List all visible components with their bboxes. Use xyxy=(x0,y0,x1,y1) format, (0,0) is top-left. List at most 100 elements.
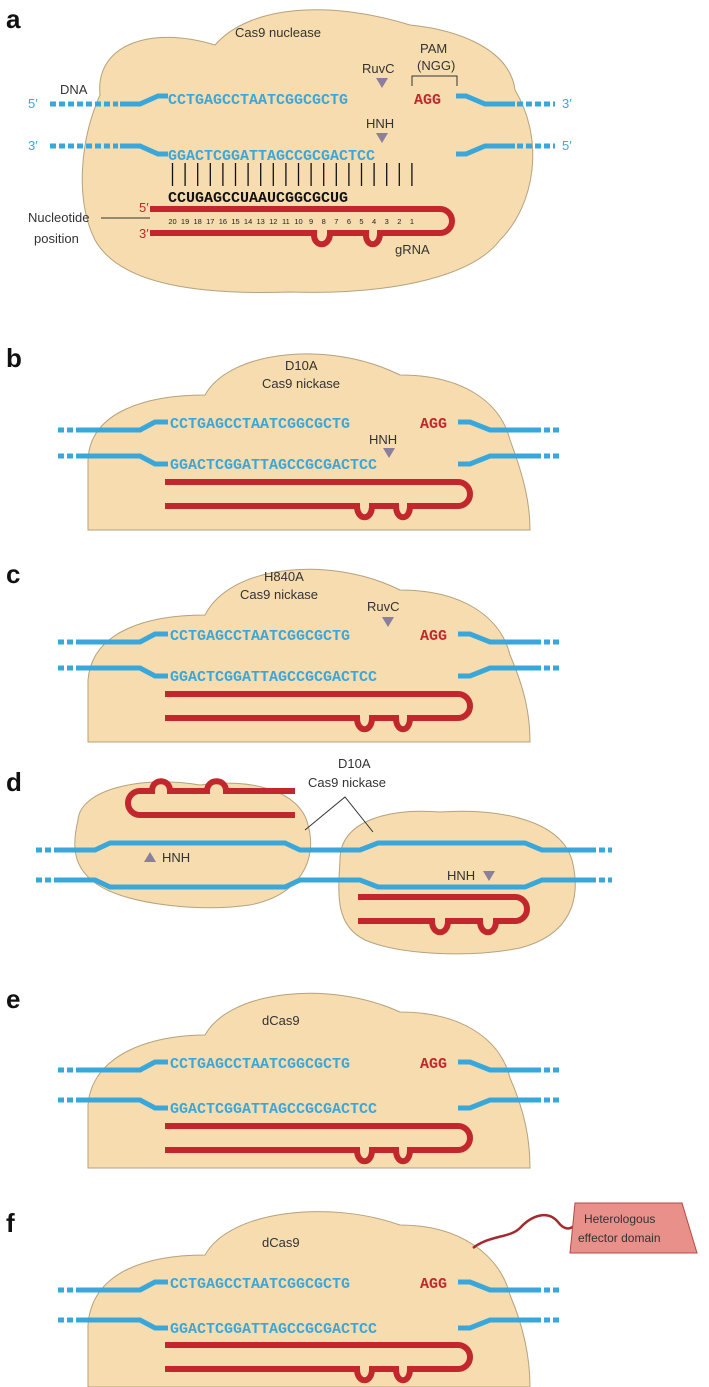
dna-bottom-strand xyxy=(80,453,535,467)
ruvc-cut-marker xyxy=(376,78,388,88)
nucleotide-position-number: 11 xyxy=(282,217,290,226)
dna-duplex xyxy=(58,419,562,467)
hnh-left-label: HNH xyxy=(162,850,190,865)
nucleotide-position-number: 14 xyxy=(244,217,252,226)
pam-sequence: AGG xyxy=(420,628,447,645)
panel-d-letter: d xyxy=(6,767,22,797)
dcas9-body xyxy=(87,992,531,1169)
panel-b-letter: b xyxy=(6,343,22,373)
top-sequence: CCTGAGCCTAATCGGCGCTG xyxy=(170,416,350,433)
grna-3prime: 3′ xyxy=(139,226,149,241)
nucleotide-position-number: 2 xyxy=(397,217,401,226)
hnh-right-cut-marker xyxy=(483,871,495,881)
grna-label: gRNA xyxy=(395,242,430,257)
nucleotide-label-line1: Nucleotide xyxy=(28,210,89,225)
nucleotide-position-number: 13 xyxy=(257,217,265,226)
nucleotide-position-number: 7 xyxy=(334,217,338,226)
pam-sequence: AGG xyxy=(420,1276,447,1293)
nucleotide-position-number: 20 xyxy=(168,217,176,226)
ruvc-label: RuvC xyxy=(367,599,400,614)
bottom-sequence: GGACTCGGATTAGCCGCGACTCC xyxy=(170,669,377,686)
d10a-nickase-body xyxy=(87,353,531,531)
nucleotide-position-number: 17 xyxy=(206,217,214,226)
pam-sequence: AGG xyxy=(420,1056,447,1073)
bottom-sequence: GGACTCGGATTAGCCGCGACTCC xyxy=(170,457,377,474)
top-sequence: CCTGAGCCTAATCGGCGCTG xyxy=(170,1276,350,1293)
panel-b: b D10A Cas9 nickase CCTGAGCCTAATCGGCGCTG… xyxy=(6,343,562,531)
dna-top-strand xyxy=(80,1059,535,1073)
grna-strand xyxy=(165,1342,473,1384)
dna-top-strand xyxy=(80,631,535,645)
nucleotide-label-line2: position xyxy=(34,231,79,246)
dna-top-strand xyxy=(60,840,590,853)
effector-linker xyxy=(472,1213,576,1250)
hnh-label: HNH xyxy=(369,432,397,447)
dna-bottom-strand xyxy=(80,1097,535,1111)
nucleotide-position-number: 16 xyxy=(219,217,227,226)
grna-right xyxy=(358,894,530,936)
heterologous-effector-domain xyxy=(569,1202,698,1254)
nucleotide-position-number: 15 xyxy=(231,217,239,226)
hnh-cut-marker xyxy=(376,133,388,143)
protein-label: dCas9 xyxy=(262,1235,300,1250)
dna-top-strand xyxy=(80,1279,535,1293)
top-sequence: CCTGAGCCTAATCGGCGCTG xyxy=(168,92,348,109)
grna-strand xyxy=(165,479,473,521)
nucleotide-position-number: 19 xyxy=(181,217,189,226)
ruvc-cut-marker xyxy=(382,617,394,627)
protein-label-line2: Cas9 nickase xyxy=(308,775,386,790)
top-sequence: CCTGAGCCTAATCGGCGCTG xyxy=(170,1056,350,1073)
nucleotide-position-number: 5 xyxy=(359,217,363,226)
dna-bottom-3prime: 3′ xyxy=(28,138,38,153)
protein-label-line1: D10A xyxy=(338,756,371,771)
panel-f-letter: f xyxy=(6,1208,15,1238)
nucleotide-position-number: 10 xyxy=(294,217,302,226)
dna-duplex xyxy=(50,93,555,157)
protein-label-line1: D10A xyxy=(285,358,318,373)
grna-left xyxy=(125,778,295,818)
dna-duplex xyxy=(58,1279,562,1331)
ruvc-label: RuvC xyxy=(362,61,395,76)
panel-d: d D10A Cas9 nickase HNH HNH xyxy=(6,756,612,955)
dna-top-5prime: 5′ xyxy=(28,96,38,111)
label-connector-lines xyxy=(304,796,374,833)
nucleotide-position-number: 12 xyxy=(269,217,277,226)
bottom-sequence: GGACTCGGATTAGCCGCGACTCC xyxy=(168,148,375,165)
pam-bracket xyxy=(411,75,458,86)
dna-duplex xyxy=(58,631,562,679)
hnh-cut-marker xyxy=(383,448,395,458)
dna-top-strand xyxy=(120,93,515,107)
panel-e-letter: e xyxy=(6,984,20,1014)
dna-bottom-strand xyxy=(80,665,535,679)
protein-label: dCas9 xyxy=(262,1013,300,1028)
grna-5prime: 5′ xyxy=(139,200,149,215)
pam-sequence: AGG xyxy=(414,92,441,109)
bottom-sequence: GGACTCGGATTAGCCGCGACTCC xyxy=(170,1321,377,1338)
dna-bottom-5prime: 5′ xyxy=(562,138,572,153)
top-sequence: CCTGAGCCTAATCGGCGCTG xyxy=(170,628,350,645)
dna-bottom-strand xyxy=(80,1317,535,1331)
grna-strand xyxy=(165,691,473,733)
dna-top-3prime: 3′ xyxy=(562,96,572,111)
dna-bottom-strand xyxy=(120,143,515,157)
effector-label-line2: effector domain xyxy=(578,1231,661,1245)
hnh-left-cut-marker xyxy=(144,852,156,862)
hnh-right-label: HNH xyxy=(447,868,475,883)
nucleotide-position-number: 18 xyxy=(194,217,202,226)
grna-spacer-sequence: CCUGAGCCUAAUCGGCGCUG xyxy=(168,190,348,207)
dna-label: DNA xyxy=(60,82,88,97)
pam-motif: (NGG) xyxy=(417,58,455,73)
dna-duplex xyxy=(58,1059,562,1111)
effector-label-line1: Heterologous xyxy=(584,1212,655,1226)
protein-label-line2: Cas9 nickase xyxy=(240,587,318,602)
cas9-nuclease-body xyxy=(81,9,534,293)
nucleotide-position-number: 8 xyxy=(322,217,326,226)
panel-a-letter: a xyxy=(6,4,21,34)
nucleotide-position-number: 4 xyxy=(372,217,376,226)
dna-bottom-strand xyxy=(60,877,590,890)
panel-c: c H840A Cas9 nickase RuvC CCTGAGCCTAATCG… xyxy=(6,559,562,743)
panel-e: e dCas9 CCTGAGCCTAATCGGCGCTG AGG GGACTCG… xyxy=(6,984,562,1169)
pam-sequence: AGG xyxy=(420,416,447,433)
